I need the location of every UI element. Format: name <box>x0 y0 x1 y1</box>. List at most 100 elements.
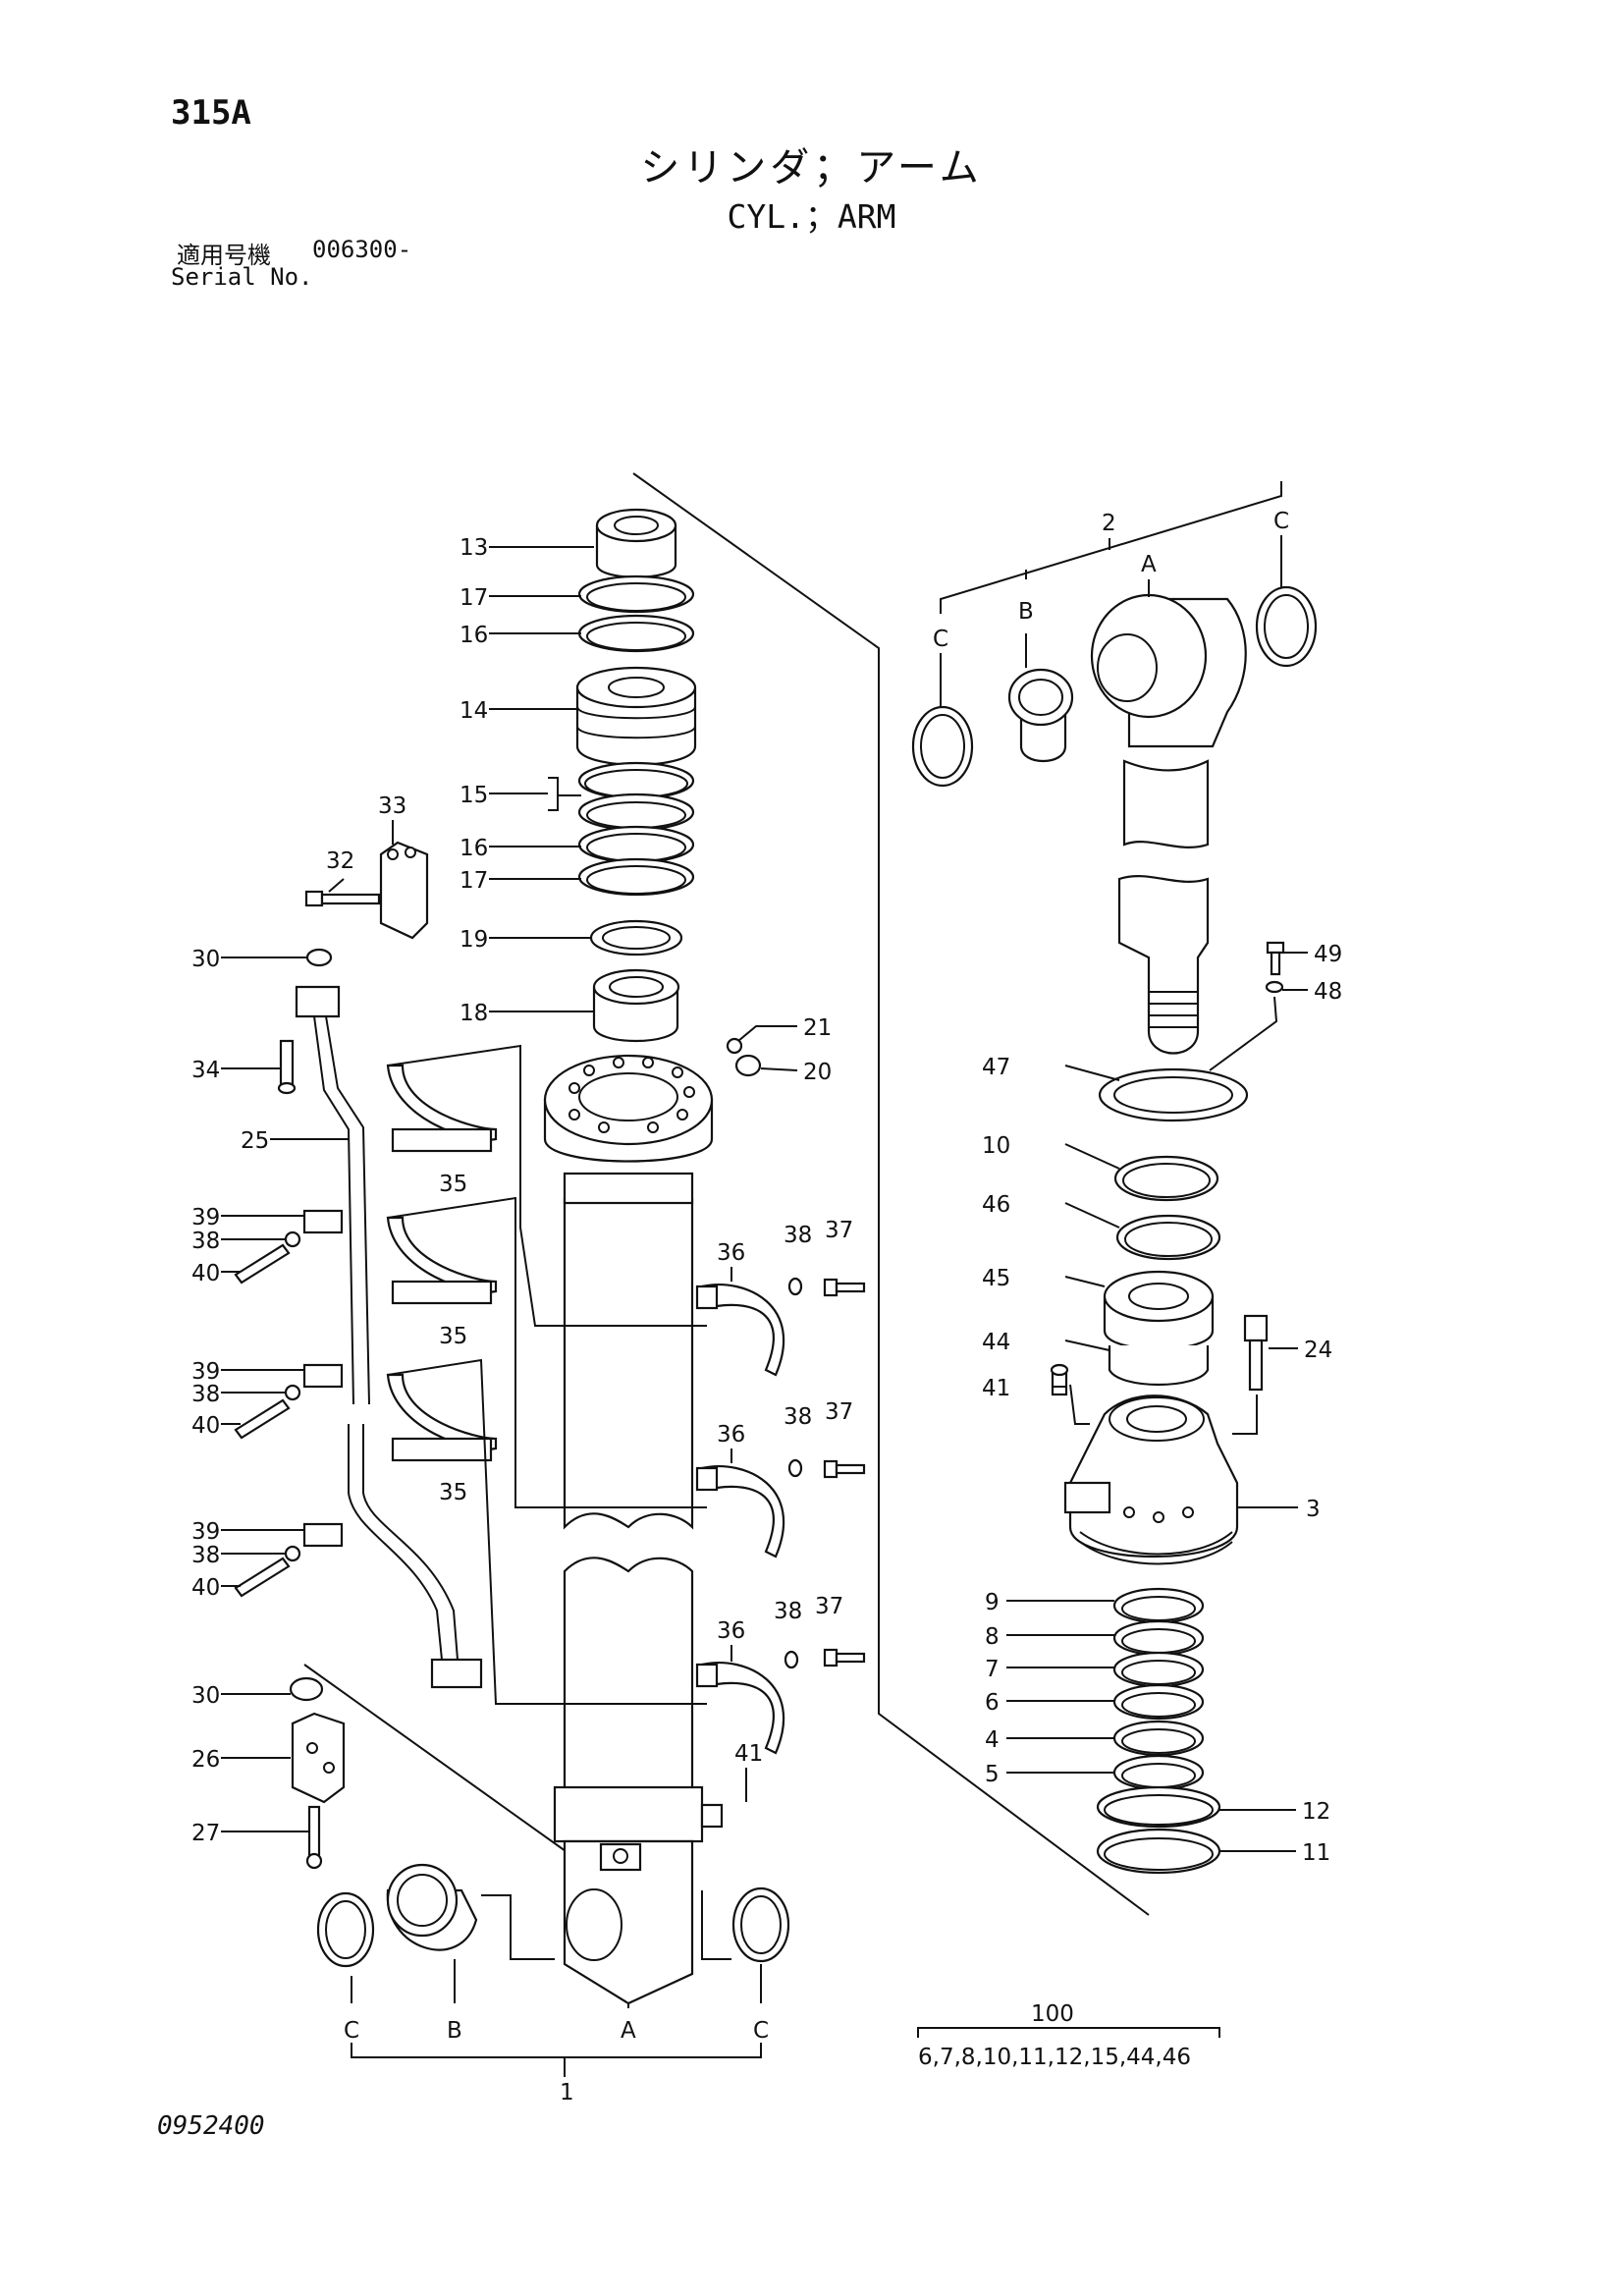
callout-8: 8 <box>985 1624 1000 1650</box>
assembly-outline-rod <box>632 472 1150 1916</box>
callout-2: 2 <box>1102 511 1116 536</box>
part-25-pipe <box>295 985 483 1689</box>
part-24-bolt <box>1243 1314 1269 1392</box>
seal-C-bottom-left <box>316 1891 375 1968</box>
part-44-seal <box>1108 1345 1210 1387</box>
callout-C-bottom-1: C <box>344 2018 359 2044</box>
callout-36-middle: 36 <box>717 1422 745 1448</box>
part-30-oring-top <box>305 948 333 967</box>
callout-46: 46 <box>982 1192 1010 1218</box>
callout-40-bottom: 40 <box>191 1575 220 1601</box>
serial-number-value: 006300- <box>312 236 412 263</box>
title-japanese: シリンダ；アーム <box>640 145 983 191</box>
part-16-ring-top <box>577 614 695 653</box>
callout-34: 34 <box>191 1058 220 1083</box>
serial-label-english: Serial No. <box>171 263 313 291</box>
part-16-ring-bottom <box>577 825 695 864</box>
callout-C-right-2: C <box>1273 509 1289 534</box>
callout-36-top: 36 <box>717 1240 745 1266</box>
callout-35-middle: 35 <box>439 1324 467 1349</box>
bushing-B-right <box>1007 668 1074 763</box>
callout-38-right-top: 38 <box>784 1223 812 1248</box>
seal-C-right-right <box>1255 585 1318 668</box>
part-13-bushing <box>595 508 677 578</box>
bushing-B-bottom <box>386 1863 478 1951</box>
part-45-bushing <box>1103 1270 1215 1350</box>
rod-eye-assembly <box>1090 593 1247 1055</box>
bolts-37-38-40 <box>234 1209 866 1669</box>
tube-head-flange <box>543 1054 714 1205</box>
part-14-piston <box>575 666 697 766</box>
callout-38-right-middle: 38 <box>784 1404 812 1430</box>
page-code: 315A <box>171 93 251 133</box>
part-49-bolt <box>1266 941 1285 976</box>
bottom-eye-leaders <box>481 1890 731 1960</box>
clamp-35-middle <box>386 1216 498 1305</box>
callout-39-middle: 39 <box>191 1359 220 1385</box>
callout-A-bottom: A <box>621 2018 636 2044</box>
callout-16-bottom: 16 <box>460 836 488 861</box>
callout-3: 3 <box>1306 1497 1321 1522</box>
part-33-valve-block <box>379 841 429 940</box>
callout-35-bottom: 35 <box>439 1480 467 1505</box>
clamp-36-top <box>695 1284 785 1377</box>
part-18-nut <box>592 968 680 1043</box>
kit-100-contents: 6,7,8,10,11,12,15,44,46 <box>918 2045 1191 2070</box>
callout-labels: 13 17 16 14 15 16 17 19 18 21 20 33 32 3… <box>191 509 1342 2105</box>
callout-7: 7 <box>985 1657 1000 1682</box>
callout-11: 11 <box>1302 1840 1330 1866</box>
callout-41-center: 41 <box>734 1741 763 1767</box>
callout-14: 14 <box>460 698 488 724</box>
callout-48: 48 <box>1314 979 1342 1005</box>
assembly-outline-bottom <box>303 1664 580 1862</box>
callout-44: 44 <box>982 1330 1010 1355</box>
part-19-washer <box>589 919 683 957</box>
callout-20: 20 <box>803 1060 832 1085</box>
callout-38-bottom: 38 <box>191 1543 220 1568</box>
callout-17-top: 17 <box>460 585 488 611</box>
callout-32: 32 <box>326 848 354 874</box>
callout-A-right: A <box>1141 552 1157 577</box>
callout-9: 9 <box>985 1590 1000 1615</box>
callout-49: 49 <box>1314 942 1342 967</box>
cylinder-tube <box>553 1198 724 2005</box>
callout-25: 25 <box>241 1128 269 1154</box>
callout-39-top: 39 <box>191 1205 220 1230</box>
callout-39-bottom: 39 <box>191 1519 220 1545</box>
callout-37-bottom: 37 <box>815 1594 843 1619</box>
callout-4: 4 <box>985 1727 1000 1753</box>
part-48-washer <box>1265 980 1284 994</box>
part-10-ring <box>1113 1155 1219 1202</box>
callout-19: 19 <box>460 927 488 953</box>
part-41-grease-nipple <box>1050 1363 1069 1396</box>
callout-13: 13 <box>460 535 488 561</box>
callout-C-right-1: C <box>933 627 948 652</box>
callout-C-bottom-2: C <box>753 2018 769 2044</box>
callout-47: 47 <box>982 1055 1010 1080</box>
callout-26: 26 <box>191 1747 220 1773</box>
part-21-ball <box>726 1037 743 1055</box>
callout-10: 10 <box>982 1133 1010 1159</box>
clamp-36-bottom <box>695 1662 785 1755</box>
clamp-35-top <box>386 1064 498 1153</box>
callout-41-right: 41 <box>982 1376 1010 1401</box>
serial-label-japanese: 適用号機 <box>177 242 271 269</box>
callout-24: 24 <box>1304 1338 1332 1363</box>
part-34-bolt <box>277 1039 297 1095</box>
title-english: CYL.；ARM <box>727 197 896 236</box>
part-17-ring-bottom <box>577 857 695 897</box>
part-20-plug <box>734 1054 762 1077</box>
part-47-plate <box>1098 1067 1249 1122</box>
seal-stack-4-to-12 <box>1096 1587 1221 1875</box>
callout-16-top: 16 <box>460 623 488 648</box>
part-15-seal-set <box>577 761 695 832</box>
callout-36-bottom: 36 <box>717 1618 745 1644</box>
callout-B-right: B <box>1018 599 1034 625</box>
callout-38-top: 38 <box>191 1229 220 1254</box>
callout-37-top: 37 <box>825 1218 853 1243</box>
callout-1: 1 <box>560 2080 574 2105</box>
callout-38-middle: 38 <box>191 1382 220 1407</box>
part-17-ring-top <box>577 574 695 614</box>
callout-100: 100 <box>1031 2001 1074 2027</box>
